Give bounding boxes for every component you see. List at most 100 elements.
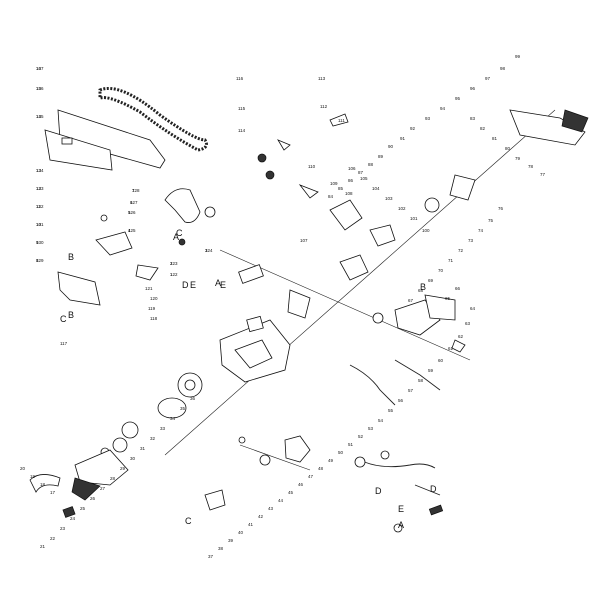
callout-number: 112	[320, 104, 328, 109]
callout-number: 126	[128, 210, 136, 215]
callout-number: 129	[36, 258, 44, 263]
callout-number: 121	[145, 286, 153, 291]
fuel-parts-illustration	[354, 450, 444, 533]
callout-number: 7	[132, 188, 135, 193]
callout-number: 97	[485, 76, 491, 81]
callout-number: 23	[60, 526, 66, 531]
callout-number: 51	[348, 442, 354, 447]
callout-number: 135	[36, 114, 44, 119]
saw-chain-illustration	[98, 86, 208, 152]
callout-number: 18	[40, 482, 46, 487]
callout-number: 20	[20, 466, 26, 471]
callout-number: 30	[130, 456, 136, 461]
callout-number: 32	[150, 436, 156, 441]
callout-number: 102	[398, 206, 406, 211]
rear-handle-illustration	[424, 109, 589, 213]
callout-number: 103	[385, 196, 393, 201]
callout-number: 21	[40, 544, 46, 549]
callout-number: 84	[328, 194, 334, 199]
callout-number: 118	[150, 316, 158, 321]
callout-number: 131	[36, 222, 44, 227]
subassembly-letter: A	[173, 232, 179, 242]
callout-number: 63	[465, 321, 471, 326]
callout-number: 72	[458, 248, 464, 253]
callout-number: 25	[80, 506, 86, 511]
callout-number: 17	[50, 490, 56, 495]
callout-number: 31	[140, 446, 146, 451]
callout-number: 125	[128, 228, 136, 233]
callout-number: 108	[345, 191, 353, 196]
callout-number: 3	[205, 248, 208, 253]
callout-number: 76	[498, 206, 504, 211]
subassembly-letter: B	[68, 310, 74, 320]
callout-number: 5	[128, 210, 131, 215]
callout-number: 107	[300, 238, 308, 243]
callout-number: 104	[372, 186, 380, 191]
callout-number: 105	[360, 176, 368, 181]
callout-number: 19	[30, 474, 36, 479]
callout-number: 55	[388, 408, 394, 413]
callout-number: 43	[268, 506, 274, 511]
callout-number: 100	[422, 228, 430, 233]
callout-number: 91	[400, 136, 406, 141]
callout-number: 133	[36, 186, 44, 191]
callout-number: 38	[218, 546, 224, 551]
callout-number: 115	[238, 106, 246, 111]
callout-number: 116	[236, 76, 244, 81]
callout-number: 75	[488, 218, 494, 223]
subassembly-letter: E	[220, 280, 226, 290]
callout-number: 120	[150, 296, 158, 301]
callout-number: 16	[36, 66, 42, 71]
callout-number: 40	[238, 530, 244, 535]
callout-number: 85	[338, 186, 344, 191]
callout-number: 42	[258, 514, 264, 519]
callout-number: 57	[408, 388, 414, 393]
callout-number: 98	[500, 66, 506, 71]
callout-number: 46	[298, 482, 304, 487]
callout-number: 88	[368, 162, 374, 167]
callout-number: 80	[505, 146, 511, 151]
callout-number: 39	[228, 538, 234, 543]
callout-number: 83	[470, 116, 476, 121]
fuel-lines-illustration	[349, 359, 441, 496]
callout-number: 9	[36, 240, 39, 245]
subassembly-letter: A	[215, 278, 221, 288]
callout-number: 44	[278, 498, 284, 503]
callout-number: 122	[170, 272, 178, 277]
callout-number: 106	[348, 166, 356, 171]
small-fasteners-illustration	[257, 113, 349, 199]
callout-number: 79	[515, 156, 521, 161]
subassembly-letter: C	[60, 314, 67, 324]
callout-number: 114	[238, 128, 246, 133]
callout-number: 61	[448, 346, 454, 351]
subassembly-letter: D	[182, 280, 189, 290]
callout-number: 22	[50, 536, 56, 541]
callout-number: 2	[170, 261, 173, 266]
callout-number: 78	[528, 164, 534, 169]
callout-number: 93	[425, 116, 431, 121]
callout-number: 59	[428, 368, 434, 373]
callout-number: 13	[36, 168, 42, 173]
guide-bar-illustration	[44, 109, 166, 171]
hand-guard-illustration	[57, 214, 159, 306]
subassembly-letter: C	[176, 228, 183, 238]
callout-number: 95	[455, 96, 461, 101]
subassembly-letter: E	[190, 280, 196, 290]
flywheel-illustration	[100, 372, 203, 457]
callout-number: 64	[470, 306, 476, 311]
callout-number: 26	[90, 496, 96, 501]
callout-number: 69	[428, 278, 434, 283]
callout-number: 53	[368, 426, 374, 431]
callout-number: 89	[378, 154, 384, 159]
callout-number: 99	[515, 54, 521, 59]
subassembly-letter: B	[420, 282, 426, 292]
subassembly-letter: C	[185, 516, 192, 526]
callout-number: 113	[318, 76, 326, 81]
callout-number: 49	[328, 458, 334, 463]
oil-pump-illustration	[204, 435, 311, 511]
front-handle-illustration	[164, 188, 216, 246]
callout-number: 86	[348, 178, 354, 183]
callout-number: 130	[36, 240, 44, 245]
